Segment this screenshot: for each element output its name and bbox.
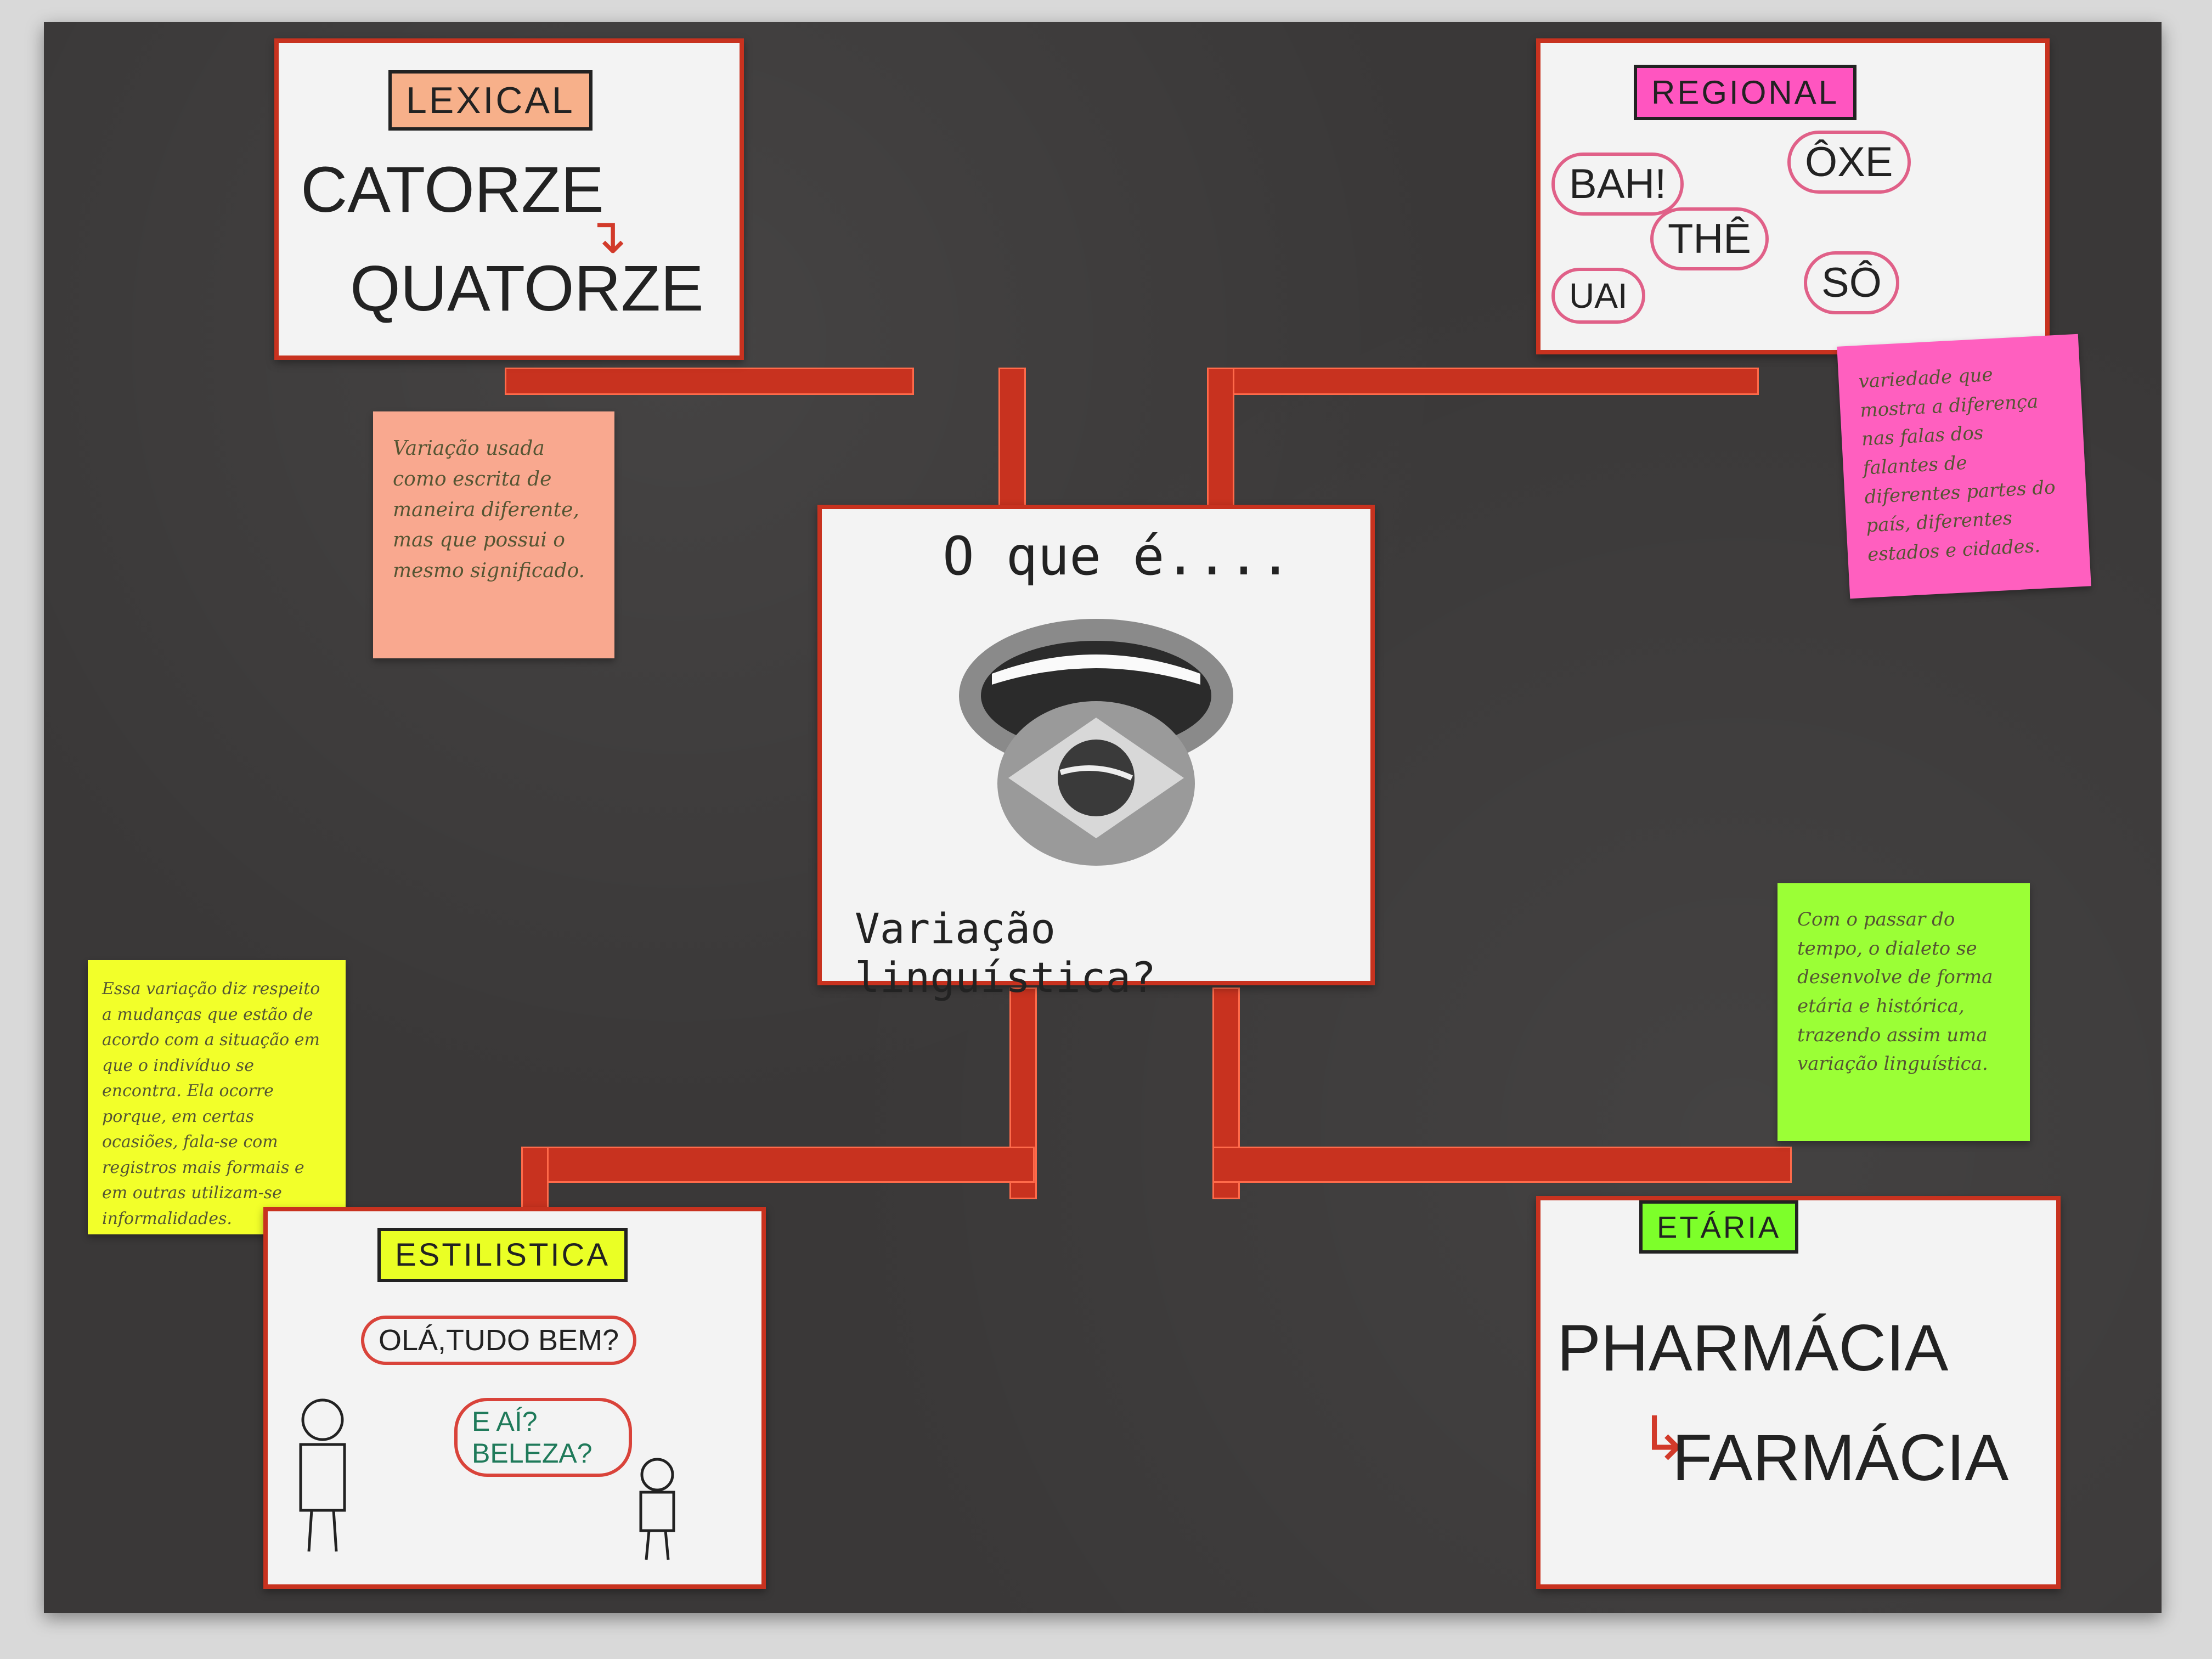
center-card: O que é.... Variação linguística?: [817, 505, 1375, 1002]
estilistica-speech-1: OLÁ,TUDO BEM?: [361, 1316, 637, 1365]
regional-card: REGIONAL BAH! ÔXE THÊ UAI SÔ: [1536, 38, 2050, 354]
estilistica-note: Essa variação diz respeito a mudanças qu…: [88, 960, 346, 1234]
connector-bottom-left-h: [521, 1147, 1035, 1183]
regional-tag: REGIONAL: [1634, 65, 1857, 120]
etaria-card: ETÁRIA PHARMÁCIA ↳ FARMÁCIA: [1536, 1196, 2061, 1589]
estilistica-card: ESTILISTICA OLÁ,TUDO BEM? E AÍ? BELEZA?: [263, 1207, 766, 1589]
etaria-word-1: PHARMÁCIA: [1557, 1311, 1949, 1385]
lexical-word-1: CATORZE: [301, 154, 604, 226]
connector-top-left-h: [505, 368, 914, 395]
lexical-note: Variação usada como escrita de maneira d…: [373, 411, 614, 658]
etaria-tag: ETÁRIA: [1639, 1200, 1799, 1254]
etaria-note: Com o passar do tempo, o dialeto se dese…: [1778, 883, 2030, 1141]
center-subtitle: Variação linguística?: [855, 904, 1156, 1002]
lexical-tag: LEXICAL: [388, 70, 592, 131]
etaria-word-2: FARMÁCIA: [1672, 1421, 2009, 1494]
person-casual-icon: [639, 1458, 675, 1560]
regional-note: variedade que mostra a diferença nas fal…: [1837, 334, 2091, 599]
regional-word-bah: BAH!: [1551, 153, 1684, 216]
connector-top-right-h: [1207, 368, 1759, 395]
regional-word-uai: UAI: [1551, 268, 1645, 324]
mouth-brazil-flag-illustration: [959, 619, 1233, 866]
person-formal-icon: [299, 1398, 346, 1552]
estilistica-speech-2: E AÍ? BELEZA?: [454, 1398, 632, 1477]
poster-board: O que é.... Variação linguística? LEXICA…: [44, 22, 2162, 1613]
estilistica-tag: ESTILISTICA: [377, 1228, 628, 1282]
lexical-arrow-icon: ↴: [586, 209, 628, 264]
regional-word-the: THÊ: [1650, 207, 1769, 270]
regional-word-so: SÔ: [1804, 251, 1899, 314]
lexical-card: LEXICAL CATORZE ↴ QUATORZE: [274, 38, 744, 360]
center-title: O que é....: [943, 526, 1291, 587]
lexical-word-2: QUATORZE: [350, 252, 704, 325]
connector-bottom-right-h: [1212, 1147, 1792, 1183]
regional-word-oxe: ÔXE: [1787, 131, 1911, 194]
etaria-arrow-icon: ↳: [1639, 1405, 1690, 1472]
